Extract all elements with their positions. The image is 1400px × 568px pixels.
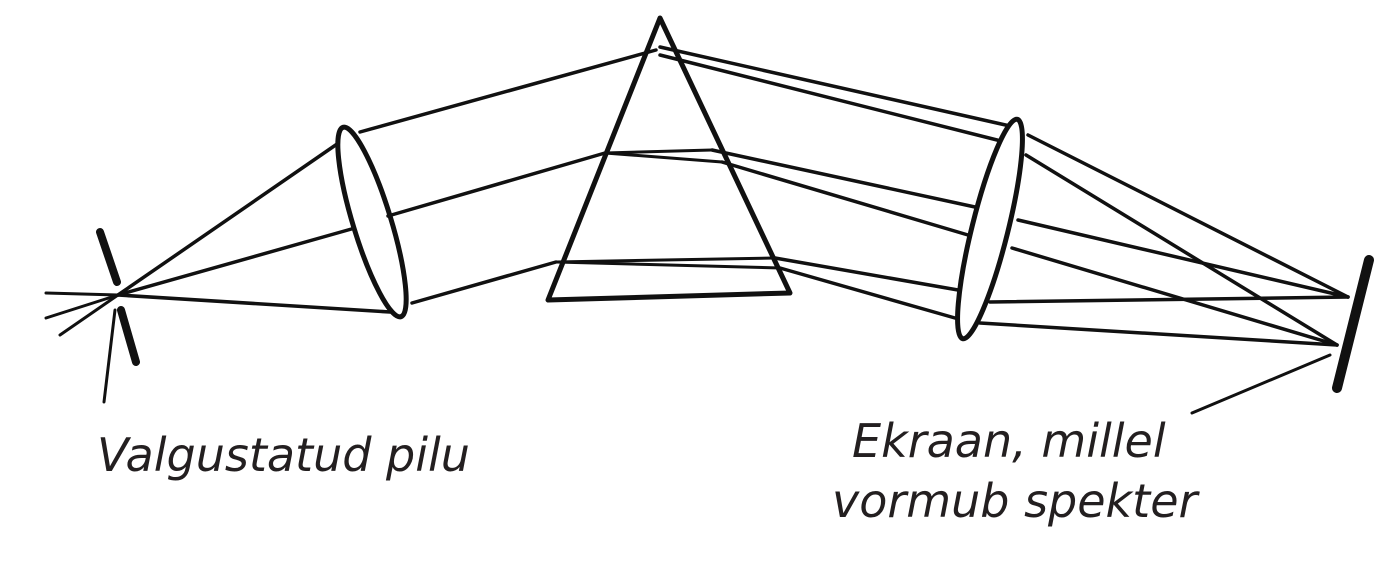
prism — [545, 15, 793, 303]
screen-label-line2: vormub spekter — [832, 474, 1198, 528]
dispersed-rays — [658, 45, 1012, 320]
focusing-lens — [955, 116, 1025, 342]
collimated-rays — [358, 48, 658, 305]
rays-slit-to-lens — [116, 140, 392, 314]
screen — [1332, 255, 1374, 393]
illuminated-slit — [96, 228, 140, 366]
screen-pointer-line — [1190, 353, 1332, 415]
source-rays — [44, 291, 120, 404]
screen-label-line1: Ekraan, millel — [852, 414, 1166, 468]
slit-label: Valgustatud pilu — [97, 428, 470, 482]
collimator-lens — [335, 124, 409, 320]
focused-rays — [978, 133, 1350, 347]
rays-in-prism — [554, 148, 782, 270]
